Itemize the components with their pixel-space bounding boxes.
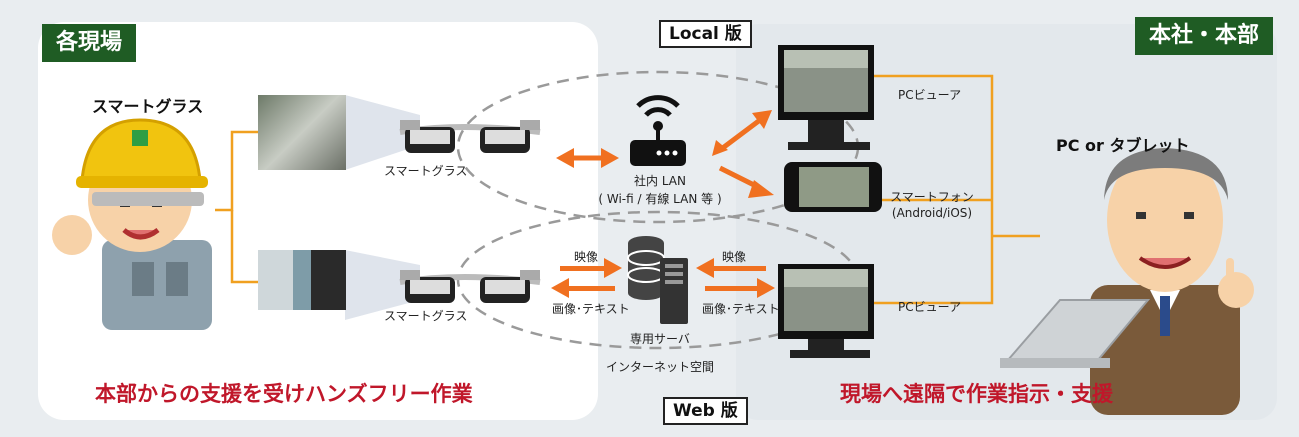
server-label: 専用サーバ bbox=[630, 332, 690, 346]
arrow-router-phone bbox=[718, 165, 774, 198]
video-label-right: 映像 bbox=[722, 250, 747, 264]
internet-label: インターネット空間 bbox=[605, 360, 714, 374]
smartphone-label: スマートフォン bbox=[890, 190, 974, 204]
hq-connectors bbox=[872, 74, 1040, 305]
glasses-label-bottom: スマートグラス bbox=[384, 309, 468, 323]
beam-bottom bbox=[345, 250, 420, 320]
pc-viewer-label-bottom: PCビューア bbox=[898, 300, 962, 314]
smart-glasses-top bbox=[399, 120, 541, 153]
pc-monitor-bottom bbox=[778, 264, 874, 358]
right-caption: 現場へ遠隔で作業指示・支援 bbox=[840, 382, 1113, 406]
worker-illustration bbox=[52, 118, 212, 330]
beam-top bbox=[345, 95, 420, 170]
router-icon bbox=[630, 95, 686, 166]
camera-thumbnail-top bbox=[258, 95, 346, 170]
glasses-label-top: スマートグラス bbox=[384, 164, 468, 178]
tag-site: 各現場 bbox=[42, 24, 137, 62]
video-label-left: 映像 bbox=[574, 250, 599, 264]
router-label: 社内 LAN bbox=[634, 174, 686, 188]
pc-tablet-title: PC or タブレット bbox=[1056, 136, 1190, 155]
smartglass-title: スマートグラス bbox=[92, 97, 204, 116]
pc-viewer-label-top: PCビューア bbox=[898, 88, 962, 102]
imgtext-label-left: 画像･テキスト bbox=[552, 302, 630, 316]
camera-thumbnail-bottom bbox=[258, 250, 346, 310]
tag-web-version: Web 版 bbox=[663, 397, 748, 425]
arrow-router-pc bbox=[712, 110, 772, 156]
worker-connectors bbox=[215, 130, 258, 284]
arrow-glasses-router bbox=[556, 148, 619, 168]
smartphone bbox=[784, 162, 882, 212]
tag-hq: 本社・本部 bbox=[1135, 17, 1274, 55]
smart-glasses-bottom bbox=[399, 270, 541, 303]
router-sublabel: ( Wi-fi / 有線 LAN 等 ) bbox=[598, 192, 722, 206]
tag-local-version: Local 版 bbox=[659, 20, 752, 48]
smartphone-os-label: (Android/iOS) bbox=[891, 206, 973, 220]
arrows-server bbox=[551, 258, 775, 298]
pc-monitor-top bbox=[778, 45, 874, 150]
businessman-illustration bbox=[1000, 148, 1254, 415]
imgtext-label-right: 画像･テキスト bbox=[702, 302, 780, 316]
left-caption: 本部からの支援を受けハンズフリー作業 bbox=[95, 382, 473, 406]
server-icon bbox=[627, 236, 688, 324]
